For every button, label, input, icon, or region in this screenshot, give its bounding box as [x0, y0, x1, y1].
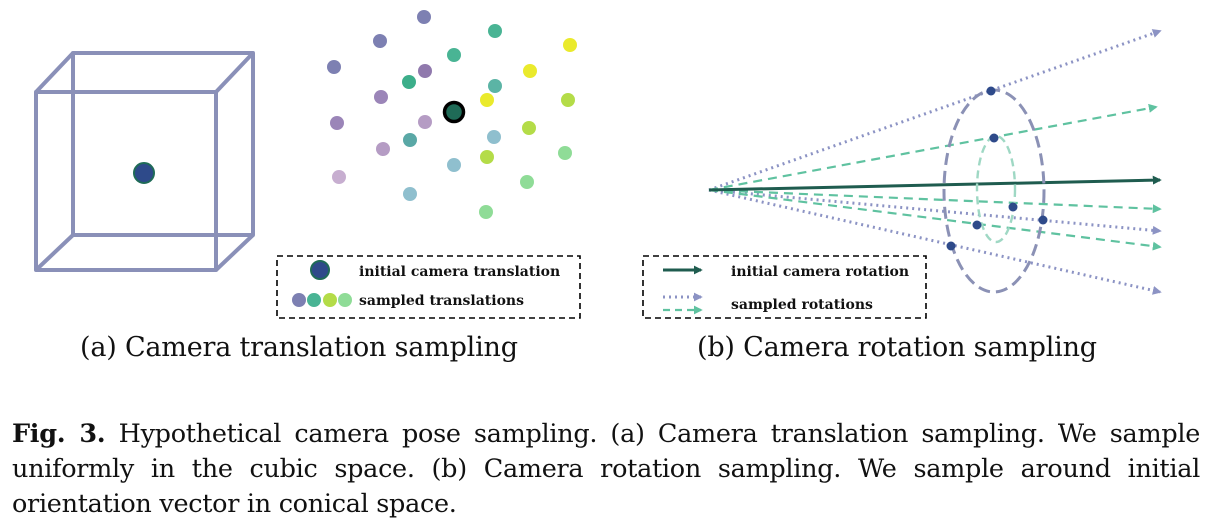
subcaption-a: (a) Camera translation sampling	[80, 332, 518, 363]
figure-caption: Fig. 3. Hypothetical camera pose samplin…	[12, 417, 1200, 522]
caption-label: Fig. 3.	[12, 419, 106, 449]
legend-b-initial-label: initial camera rotation	[731, 264, 909, 280]
sampled-translation-dots	[327, 10, 577, 219]
caption-text: Hypothetical camera pose sampling. (a) C…	[12, 419, 1201, 519]
cube-initial-translation-dot	[133, 162, 155, 184]
legend-b-sampled-label: sampled rotations	[731, 297, 873, 313]
legend-a-sampled-label: sampled translations	[359, 293, 524, 309]
figure-illustration: initial camera translation sampled trans…	[34, 10, 1162, 319]
subcaption-b: (b) Camera rotation sampling	[697, 332, 1097, 363]
scatter-initial-translation-dot	[442, 100, 466, 124]
legend-b: initial camera rotation sampled rotation…	[642, 255, 927, 319]
rotation-cone	[708, 29, 1162, 295]
translation-cube	[34, 51, 255, 272]
legend-a-initial-label: initial camera translation	[359, 264, 560, 280]
legend-a: initial camera translation sampled trans…	[276, 255, 581, 319]
